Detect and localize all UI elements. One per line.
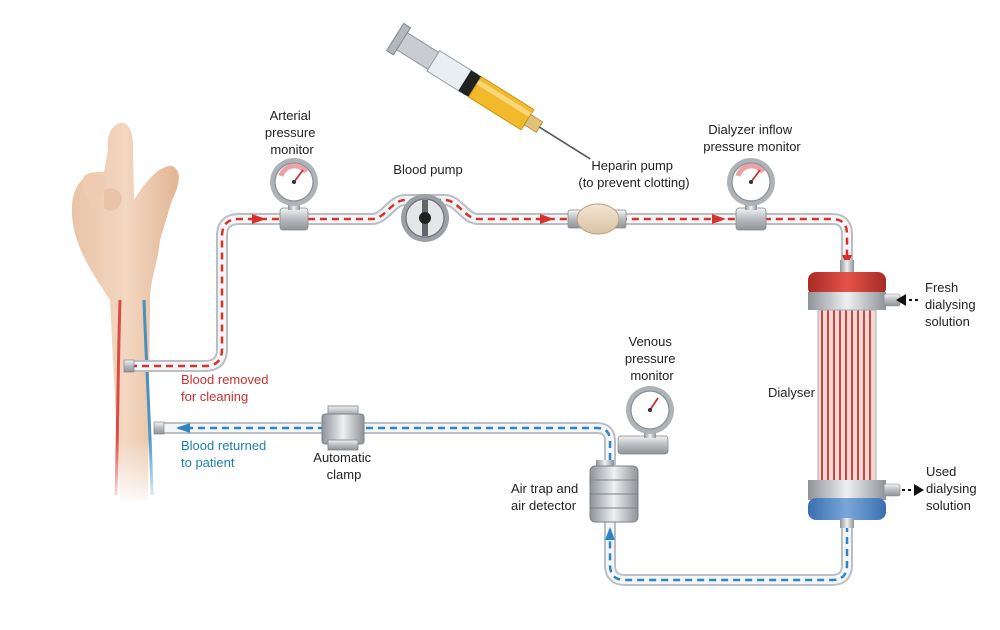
dialyser xyxy=(808,260,901,528)
venous-flow-line xyxy=(608,525,849,582)
blood-removed-label: Blood removed for cleaning xyxy=(181,372,272,404)
air-trap-label: Air trap and air detector xyxy=(511,481,582,513)
heparin-pump-label: Heparin pump (to prevent clotting) xyxy=(578,158,689,190)
fresh-solution-label: Fresh dialysing solution xyxy=(925,280,979,329)
venous-needle-connector xyxy=(153,421,165,435)
dialyser-label: Dialyser xyxy=(768,385,816,400)
flow-arrow xyxy=(540,214,554,224)
dialyzer-inflow-pressure-monitor xyxy=(727,158,775,231)
heparin-syringe xyxy=(386,22,591,160)
arterial-line xyxy=(130,194,853,372)
air-trap-detector xyxy=(589,460,639,523)
flow-arrow xyxy=(176,423,190,433)
venous-line xyxy=(160,422,853,586)
heparin-pump xyxy=(567,203,627,235)
used-solution-arrow xyxy=(902,484,924,496)
dialyser-fibers xyxy=(821,310,871,482)
blood-pump xyxy=(401,194,449,242)
blood-pump-label: Blood pump xyxy=(393,162,462,177)
automatic-clamp xyxy=(321,405,365,451)
arterial-pressure-monitor xyxy=(270,158,318,231)
arterial-flow-line xyxy=(130,198,849,368)
venous-pressure-monitor xyxy=(617,386,674,455)
automatic-clamp-label: Automatic clamp xyxy=(313,450,374,482)
patient-arm xyxy=(60,122,180,510)
blood-returned-label: Blood returned to patient xyxy=(181,438,270,470)
venous-flow-line-2 xyxy=(178,426,612,460)
flow-arrow xyxy=(252,214,266,224)
arterial-needle-connector xyxy=(123,359,135,373)
used-solution-label: Used dialysing solution xyxy=(926,464,980,513)
arterial-pressure-monitor-label: Arterial pressure monitor xyxy=(265,108,319,157)
flow-arrow xyxy=(605,527,615,540)
venous-pressure-monitor-label: Venous pressure monitor xyxy=(625,334,679,383)
flow-arrow xyxy=(712,214,726,224)
fresh-solution-arrow xyxy=(896,294,918,306)
dialyzer-inflow-monitor-label: Dialyzer inflow pressure monitor xyxy=(703,122,801,154)
